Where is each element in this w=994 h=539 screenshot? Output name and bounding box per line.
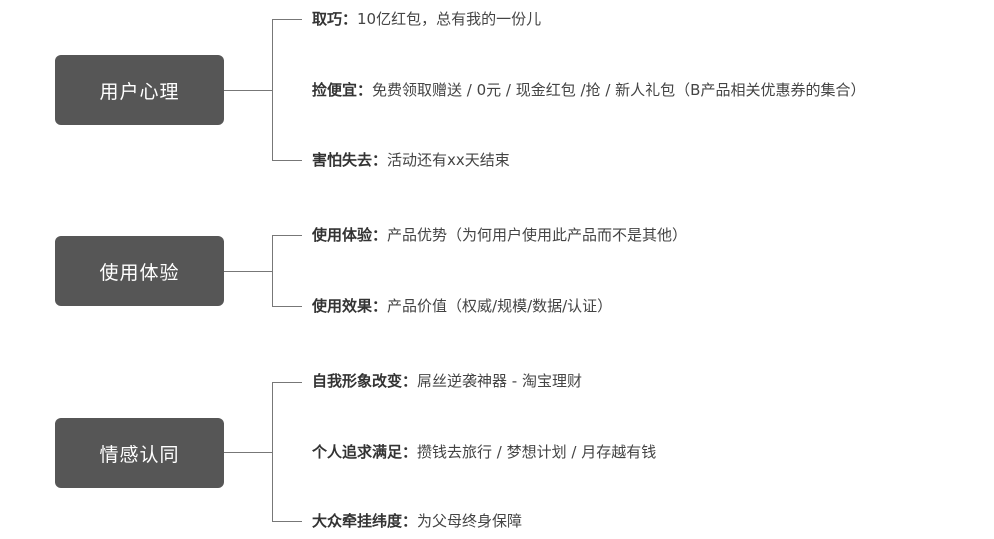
item-label: 害怕失去： [312, 151, 388, 169]
item-label: 使用体验： [312, 226, 388, 244]
connector [224, 452, 272, 453]
connector [224, 271, 272, 272]
item-text: 产品优势（为何用户使用此产品而不是其他） [387, 226, 688, 244]
connector [224, 90, 272, 91]
item-text: 10亿红包，总有我的一份儿 [357, 10, 542, 28]
item-label: 自我形象改变： [312, 372, 418, 390]
leaf-item: 害怕失去：活动还有xx天结束 [312, 150, 510, 170]
connector [272, 382, 302, 383]
connector [272, 235, 302, 236]
bracket [272, 382, 273, 522]
item-label: 大众牵挂纬度： [312, 512, 418, 530]
item-text: 活动还有xx天结束 [387, 151, 510, 169]
bracket [272, 19, 273, 160]
node-usage-experience: 使用体验 [55, 236, 224, 306]
item-text: 为父母终身保障 [417, 512, 523, 530]
connector [272, 306, 302, 307]
item-label: 捡便宜： [312, 81, 373, 99]
leaf-item: 使用效果：产品价值（权威/规模/数据/认证） [312, 296, 612, 316]
item-label: 使用效果： [312, 297, 388, 315]
item-text: 攒钱去旅行 / 梦想计划 / 月存越有钱 [417, 443, 657, 461]
item-label: 个人追求满足： [312, 443, 418, 461]
node-user-psychology: 用户心理 [55, 55, 224, 125]
leaf-item: 取巧：10亿红包，总有我的一份儿 [312, 9, 541, 29]
item-label: 取巧： [312, 10, 358, 28]
bracket [272, 235, 273, 306]
leaf-item: 个人追求满足：攒钱去旅行 / 梦想计划 / 月存越有钱 [312, 442, 656, 462]
item-text: 免费领取赠送 / 0元 / 现金红包 /抢 / 新人礼包（B产品相关优惠券的集合… [372, 81, 866, 99]
node-emotional-identity: 情感认同 [55, 418, 224, 488]
leaf-item: 使用体验：产品优势（为何用户使用此产品而不是其他） [312, 225, 687, 245]
leaf-item: 捡便宜：免费领取赠送 / 0元 / 现金红包 /抢 / 新人礼包（B产品相关优惠… [312, 80, 865, 100]
leaf-item: 大众牵挂纬度：为父母终身保障 [312, 511, 522, 531]
connector [272, 160, 302, 161]
item-text: 产品价值（权威/规模/数据/认证） [387, 297, 613, 315]
connector [272, 19, 302, 20]
leaf-item: 自我形象改变：屌丝逆袭神器 - 淘宝理财 [312, 371, 582, 391]
item-text: 屌丝逆袭神器 - 淘宝理财 [417, 372, 582, 390]
connector [272, 521, 302, 522]
